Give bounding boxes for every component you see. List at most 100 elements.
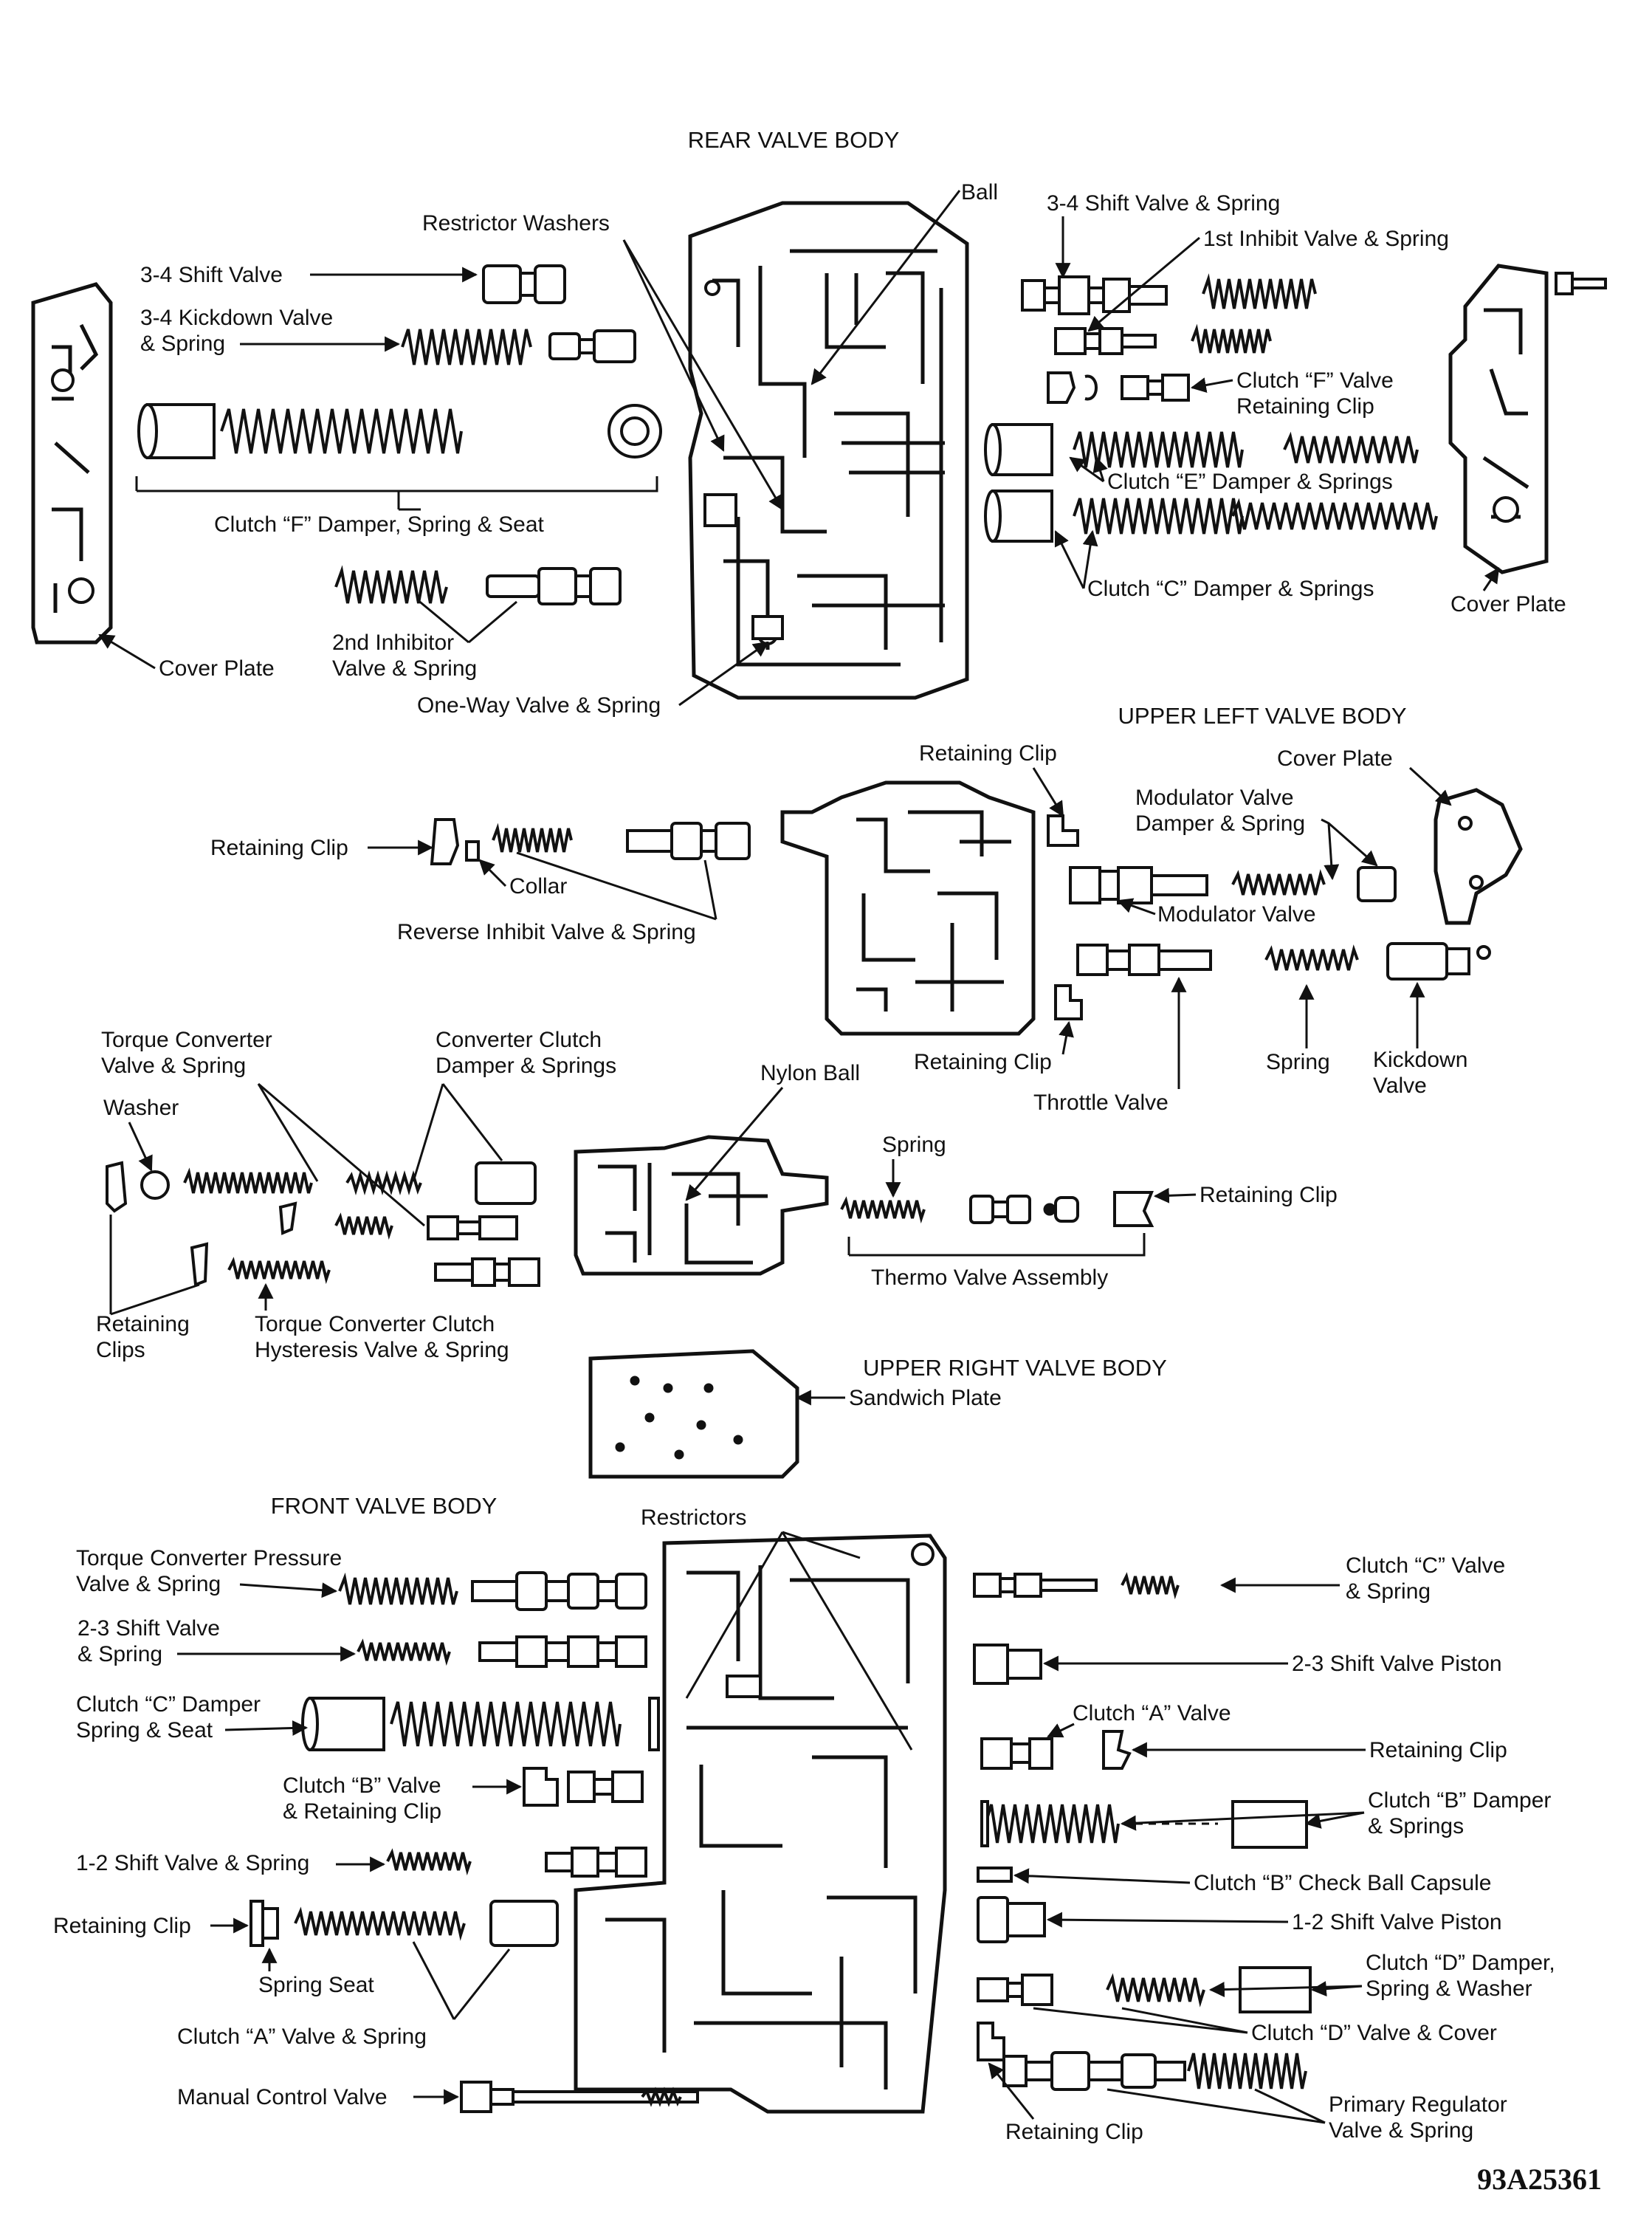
rear-right-cover-plate [1448,264,1549,574]
upper-right-valve-body-casting [574,1135,829,1276]
label-retaining-clips-b: Clips [96,1338,145,1362]
label-clutch-c-damper-b: Spring & Seat [76,1718,213,1742]
label-clutch-a-valve: Clutch “A” Valve [1073,1701,1231,1725]
part-2-3-shift-piston [973,1644,1042,1685]
part-manual-control-valve [460,2081,699,2113]
part-throttle-valve [1076,944,1212,976]
part-1st-inhibit-spring [1202,273,1317,309]
label-clutch-a-valve-spring: Clutch “A” Valve & Spring [177,2025,427,2049]
part-ur-retaining-clip-top [106,1161,128,1213]
label-retaining-clips-a: Retaining [96,1312,190,1336]
figure-id: 93A25361 [1477,2163,1602,2196]
rear-left-cover-plate [31,282,113,645]
part-tc-valve [427,1215,518,1240]
label-ul-retaining-clip-bottom: Retaining Clip [914,1050,1052,1074]
part-clutch-f-seat [608,404,662,459]
label-3-4-shift-valve: 3-4 Shift Valve [140,263,283,287]
label-kickdown-a: Kickdown [1373,1048,1467,1072]
part-clutch-c-spring-front [390,1697,660,1751]
label-clutch-d-valve: Clutch “D” Valve & Cover [1251,2021,1497,2045]
label-1-2-shift: 1-2 Shift Valve & Spring [76,1851,309,1875]
label-ul-spring: Spring [1266,1050,1330,1074]
label-ul-retaining-clip-left: Retaining Clip [210,836,348,860]
part-clutch-e-damper [984,423,1053,476]
part-clutch-a-valve [489,1900,559,1947]
section-title-upper-left: UPPER LEFT VALVE BODY [1118,703,1406,729]
label-cover-plate-left: Cover Plate [159,656,275,681]
label-primary-reg-b: Valve & Spring [1329,2118,1473,2143]
label-ul-cover-plate: Cover Plate [1277,746,1393,771]
label-reverse-inhibit: Reverse Inhibit Valve & Spring [397,920,696,944]
part-ul-retaining-clip-bottom [1054,984,1083,1020]
part-cc-springs [334,1170,422,1240]
label-clutch-c: Clutch “C” Damper & Springs [1087,577,1374,601]
label-clutch-f-damper: Clutch “F” Damper, Spring & Seat [214,512,545,537]
upper-left-leader-lines [368,766,1452,1089]
part-clutch-f-retaining-clip [1047,371,1098,404]
label-clutch-d-damper-a: Clutch “D” Damper, [1366,1951,1555,1975]
label-clutch-c-valve-b: & Spring [1346,1579,1431,1604]
label-clutch-c-valve-a: Clutch “C” Valve [1346,1553,1505,1578]
part-thermo-retaining-clip [1113,1191,1154,1227]
label-2-3-shift-piston: 2-3 Shift Valve Piston [1292,1652,1502,1676]
part-reverse-inhibit-valve [626,822,751,860]
part-clutch-d-damper-spring [1106,1966,1312,2013]
label-1-2-shift-piston: 1-2 Shift Valve Piston [1292,1910,1502,1934]
label-tc-pressure-b: Valve & Spring [76,1572,221,1596]
label-spring-seat: Spring Seat [258,1973,374,1997]
part-3-4-shift-valve [482,264,566,304]
part-clutch-b-valve [523,1767,644,1807]
part-thermo-element-1 [969,1195,1031,1224]
label-modulator-valve: Modulator Valve [1157,902,1316,927]
label-one-way-valve: One-Way Valve & Spring [417,693,661,718]
label-ball: Ball [961,180,998,205]
rear-right-bolt [1555,272,1607,295]
part-modulator-damper [1357,866,1397,902]
part-primary-regulator [1002,2051,1307,2091]
part-2-3-shift-spring [357,1638,451,1666]
part-tc-spring [183,1167,313,1194]
upper-right-sandwich-plate [588,1349,799,1479]
part-cc-damper [475,1161,537,1205]
label-modulator-damper-b: Damper & Spring [1135,811,1305,836]
section-title-upper-right: UPPER RIGHT VALVE BODY [863,1355,1167,1381]
part-3-4-kickdown-spring [401,329,532,365]
part-clutch-b-damper-springs [980,1800,1308,1849]
label-3-4-shift-valve-spring: 3-4 Shift Valve & Spring [1047,191,1280,216]
part-washer [140,1170,170,1200]
part-modulator-valve [1069,866,1208,904]
label-ur-spring: Spring [882,1133,946,1157]
part-clutch-d-valve [977,1974,1053,2006]
label-clutch-b-valve-b: & Retaining Clip [283,1799,441,1824]
part-1-2-shift-piston [977,1896,1046,1943]
part-1st-inhibit-valve [1054,327,1157,355]
upper-left-valve-body-casting [780,780,1036,1036]
section-title-rear: REAR VALVE BODY [688,127,900,153]
label-3-4-kickdown-b: & Spring [140,332,225,356]
label-sandwich-plate: Sandwich Plate [849,1386,1002,1410]
part-kickdown-valve [1386,942,1491,981]
upper-right-leader-lines [109,1082,1197,1406]
label-2nd-inhibitor-a: 2nd Inhibitor [332,631,454,655]
label-clutch-c-damper-a: Clutch “C” Damper [76,1692,261,1717]
label-restrictor-washers: Restrictor Washers [422,211,610,236]
part-clutch-c-damper [984,490,1053,543]
part-clutch-b-check-ball [977,1867,1013,1883]
part-thermo-spring [840,1196,926,1224]
label-front-retaining-clip-bottom: Retaining Clip [1005,2120,1143,2144]
part-clutch-f-spring [220,408,463,454]
label-washer: Washer [103,1096,179,1120]
label-3-4-kickdown-a: 3-4 Kickdown Valve [140,306,333,330]
label-tc-valve-b: Valve & Spring [101,1054,246,1078]
label-tc-valve-a: Torque Converter [101,1028,272,1052]
upper-left-cover-plate [1434,788,1523,925]
part-clutch-c-valve-spring [1121,1572,1180,1600]
part-2nd-inhibitor-valve [486,567,622,605]
part-hysteresis-spring [227,1257,331,1285]
part-ur-retaining-clip-mid [190,1201,297,1287]
part-hysteresis-valve [434,1257,540,1287]
label-ur-retaining-clip: Retaining Clip [1200,1183,1338,1207]
front-valve-body-casting [574,1534,947,2114]
part-ul-retaining-clip-top [1047,814,1079,847]
label-clutch-b-damper-b: & Springs [1368,1814,1464,1838]
